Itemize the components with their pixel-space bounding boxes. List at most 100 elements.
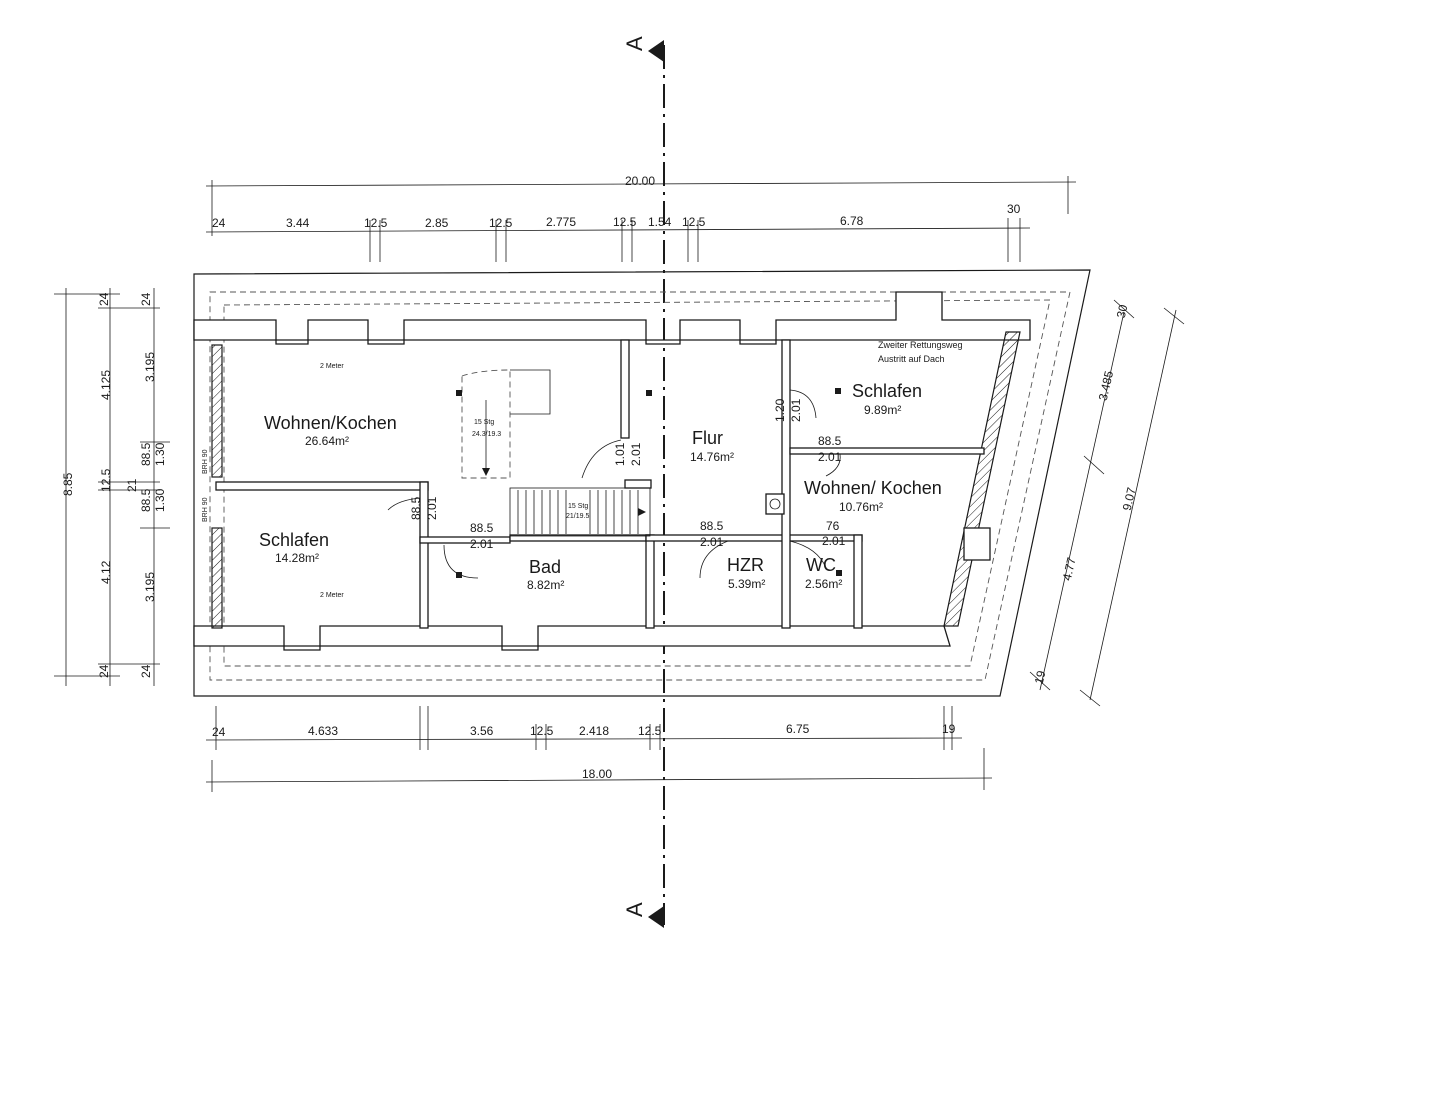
meter-note-top: 2 Meter — [320, 363, 344, 370]
svg-text:88.5: 88.5 — [700, 519, 724, 533]
chimney — [765, 493, 785, 515]
svg-text:A: A — [622, 902, 647, 917]
left-wall-upper — [211, 344, 223, 478]
stair-upper: 15 Stg 24.3/19.3 — [461, 369, 551, 479]
roof-edge-dashed — [209, 291, 1071, 681]
svg-text:88.5: 88.5 — [409, 496, 423, 520]
svg-text:88.5: 88.5 — [139, 442, 153, 466]
svg-text:15 Stg: 15 Stg — [568, 503, 588, 510]
room-hzr: HZR 5.39m² — [727, 555, 765, 591]
right-wall-niche — [963, 527, 991, 561]
svg-text:2.01: 2.01 — [470, 537, 494, 551]
escape-route-note-1: Zweiter Rettungsweg — [878, 340, 963, 350]
dimension-left-inner: 24 3.195 88.5 1.30 21 88.5 1.30 3.195 24 — [125, 288, 170, 686]
svg-text:12.5: 12.5 — [613, 215, 637, 229]
svg-text:12.5: 12.5 — [530, 724, 554, 738]
svg-text:8.85: 8.85 — [61, 472, 75, 496]
svg-text:3.56: 3.56 — [470, 724, 494, 738]
svg-text:19: 19 — [1032, 669, 1049, 685]
room-name: WC — [806, 555, 836, 575]
roof-edge-dashed-inner — [223, 299, 1051, 667]
svg-text:21: 21 — [125, 478, 139, 492]
svg-text:2.418: 2.418 — [579, 724, 609, 738]
svg-text:24: 24 — [97, 664, 111, 678]
svg-text:24: 24 — [97, 292, 111, 306]
svg-text:24: 24 — [139, 664, 153, 678]
dimension-left-mid: 24 4.125 12.5 4.12 24 — [97, 288, 160, 686]
dimension-right-mid: 30 3.485 4.77 19 — [1029, 299, 1135, 691]
interior-walls — [215, 339, 985, 629]
svg-text:2.01: 2.01 — [425, 496, 439, 520]
room-name: HZR — [727, 555, 764, 575]
svg-text:30: 30 — [1007, 202, 1021, 216]
dimension-right-overall: 9.07 — [1079, 307, 1185, 707]
brh-note-1: BRH 90 — [202, 449, 209, 474]
room-name: Flur — [692, 428, 723, 448]
svg-text:1.30: 1.30 — [153, 488, 167, 512]
svg-text:24: 24 — [212, 216, 226, 230]
svg-text:12.5: 12.5 — [638, 724, 662, 738]
svg-text:2.01: 2.01 — [818, 450, 842, 464]
room-name: Schlafen — [259, 530, 329, 550]
room-name: Wohnen/ Kochen — [804, 478, 942, 498]
section-marker-top: A — [622, 36, 664, 62]
escape-route-note-2: Austritt auf Dach — [878, 354, 945, 364]
svg-text:88.5: 88.5 — [818, 434, 842, 448]
svg-text:24.3/19.3: 24.3/19.3 — [472, 431, 501, 438]
dimension-top-segments: 24 3.44 12.5 2.85 12.5 2.775 12.5 1.54 1… — [205, 202, 1031, 262]
svg-text:30: 30 — [1114, 303, 1131, 319]
svg-text:1.01: 1.01 — [613, 442, 627, 466]
meter-note-bottom: 2 Meter — [320, 592, 344, 599]
svg-text:2.01: 2.01 — [789, 398, 803, 422]
svg-text:1.30: 1.30 — [153, 442, 167, 466]
svg-text:12.5: 12.5 — [682, 215, 706, 229]
dimension-top-overall: 20.00 — [205, 174, 1077, 236]
stair-lower: 15 Stg 21/19.5 — [509, 487, 651, 537]
svg-text:76: 76 — [826, 519, 840, 533]
svg-text:3.195: 3.195 — [143, 572, 157, 602]
svg-text:2.775: 2.775 — [546, 215, 576, 229]
svg-text:2.01: 2.01 — [700, 535, 724, 549]
section-marker-bottom: A — [622, 902, 664, 928]
svg-text:2.85: 2.85 — [425, 216, 449, 230]
room-area: 14.76m² — [690, 450, 734, 464]
svg-text:18.00: 18.00 — [582, 767, 612, 781]
door-swings — [387, 389, 841, 579]
svg-text:15 Stg: 15 Stg — [474, 419, 494, 426]
room-area: 9.89m² — [864, 403, 901, 417]
svg-text:4.125: 4.125 — [99, 370, 113, 400]
svg-text:12.5: 12.5 — [489, 216, 513, 230]
svg-text:4.633: 4.633 — [308, 724, 338, 738]
svg-text:4.12: 4.12 — [99, 560, 113, 584]
svg-text:6.78: 6.78 — [840, 214, 864, 228]
svg-text:88.5: 88.5 — [139, 488, 153, 512]
room-name: Bad — [529, 557, 561, 577]
room-wohnen-kochen-right: Wohnen/ Kochen 10.76m² — [804, 478, 942, 514]
svg-text:1.54: 1.54 — [648, 215, 672, 229]
svg-text:3.195: 3.195 — [143, 352, 157, 382]
svg-text:12.5: 12.5 — [364, 216, 388, 230]
svg-text:24: 24 — [212, 725, 226, 739]
room-bad: Bad 8.82m² — [527, 557, 564, 592]
chimney-flue-icon — [769, 498, 781, 510]
svg-text:3.44: 3.44 — [286, 216, 310, 230]
svg-text:20.00: 20.00 — [625, 174, 655, 188]
left-wall-lower — [211, 527, 223, 629]
door-dimensions: 88.5 2.01 88.5 2.01 1.01 2.01 88.5 2.01 … — [409, 398, 846, 551]
svg-text:3.485: 3.485 — [1096, 369, 1116, 402]
svg-text:1.20: 1.20 — [773, 398, 787, 422]
svg-text:A: A — [622, 36, 647, 51]
room-flur: Flur 14.76m² — [690, 428, 734, 464]
upper-wall — [193, 291, 1031, 345]
dimension-left-overall: 8.85 — [54, 288, 120, 686]
svg-text:21/19.5: 21/19.5 — [566, 513, 589, 520]
svg-text:2.01: 2.01 — [629, 442, 643, 466]
lower-wall — [193, 625, 951, 651]
smoke-detector-icons — [456, 388, 842, 578]
brh-note-2: BRH 90 — [202, 497, 209, 522]
room-wc: WC 2.56m² — [805, 555, 842, 591]
svg-text:12.5: 12.5 — [99, 468, 113, 492]
room-area: 5.39m² — [728, 577, 765, 591]
room-name: Wohnen/Kochen — [264, 413, 397, 433]
